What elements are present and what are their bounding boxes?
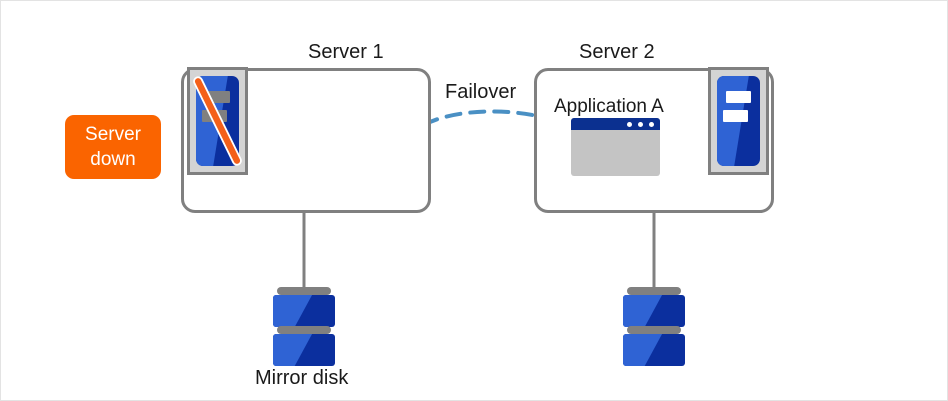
disk-bar-top — [627, 287, 681, 295]
mirror-disk-right — [623, 287, 685, 367]
application-window-titlebar — [571, 118, 660, 130]
server-down-line2: down — [90, 149, 136, 170]
failover-label: Failover — [445, 81, 517, 103]
mirror-disk-left — [273, 287, 335, 367]
server-down-line1: Server — [85, 124, 141, 145]
application-window-icon — [571, 118, 660, 176]
disk-bar-mid — [277, 326, 331, 334]
disk-bar-mid — [627, 326, 681, 334]
disk-body-bottom — [623, 334, 685, 366]
window-dot-1 — [627, 121, 632, 127]
server-slot-top — [726, 91, 751, 103]
server-down-badge: Server down — [65, 115, 161, 179]
server-icon-body — [717, 76, 760, 166]
disk-shine — [623, 334, 663, 366]
server-down-icon — [187, 67, 248, 175]
disk-body-top — [623, 295, 685, 327]
server-slot-bottom — [722, 110, 748, 122]
window-dot-3 — [649, 121, 654, 127]
disk-body-top — [273, 295, 335, 327]
server-slot-top — [205, 91, 230, 103]
disk-shine — [273, 295, 313, 327]
disk-shine — [273, 334, 313, 366]
mirror-disk-label: Mirror disk — [255, 367, 349, 389]
server-active-icon — [708, 67, 769, 175]
application-a-label: Application A — [554, 96, 664, 117]
disk-body-bottom — [273, 334, 335, 366]
failure-strike-icon — [193, 76, 242, 166]
server2-title: Server 2 — [579, 41, 655, 63]
server1-title: Server 1 — [308, 41, 384, 63]
window-dot-2 — [638, 121, 643, 127]
disk-bar-top — [277, 287, 331, 295]
disk-shine — [623, 295, 663, 327]
